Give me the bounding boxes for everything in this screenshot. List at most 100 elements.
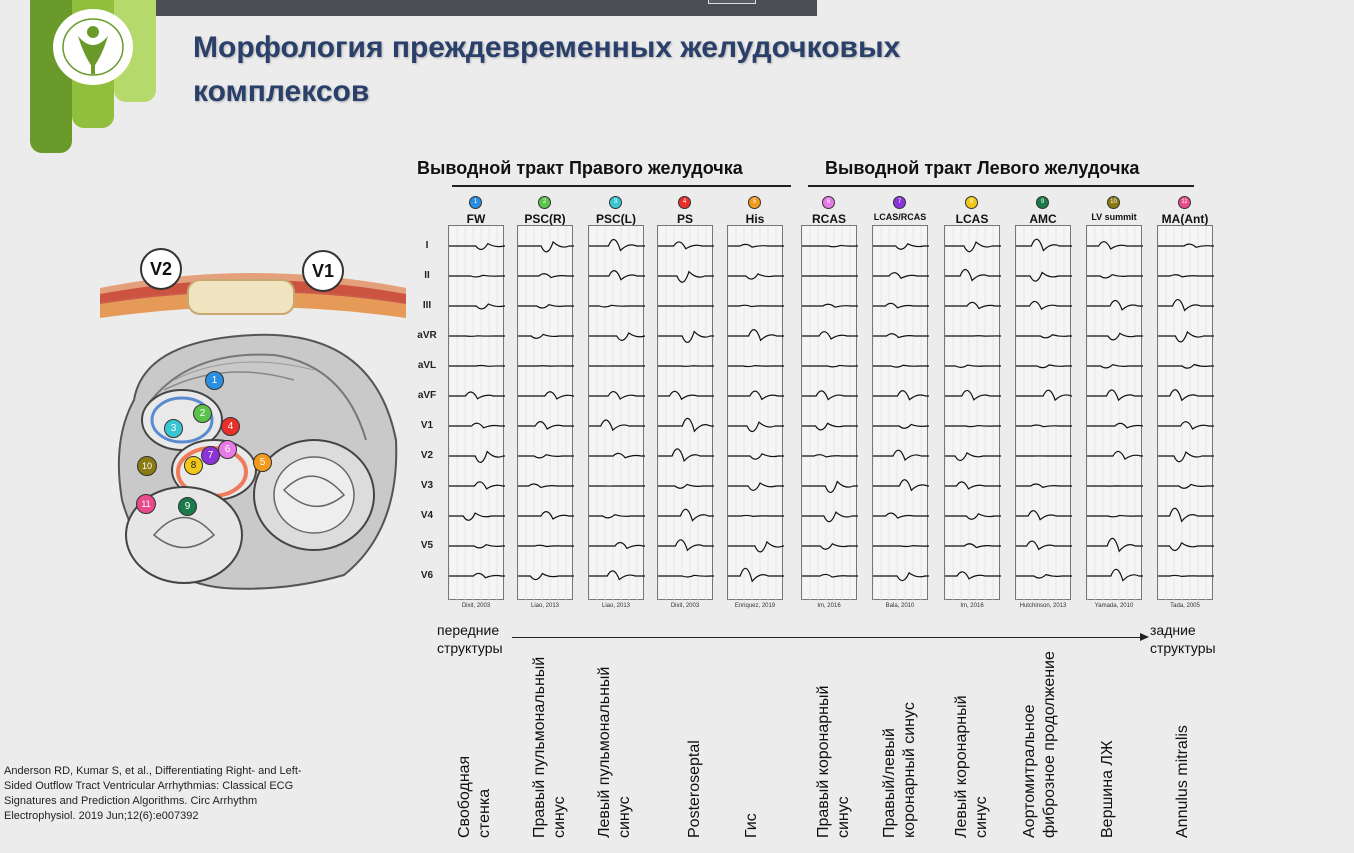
ecg-trace — [658, 270, 714, 283]
anterior-line-1: передние — [437, 622, 500, 638]
ecg-trace — [1087, 514, 1143, 518]
ecg-trace — [873, 512, 929, 519]
ecg-trace — [1087, 422, 1143, 429]
ecg-trace — [1087, 537, 1143, 553]
ecg-trace — [1016, 271, 1072, 282]
ecg-trace — [945, 269, 1001, 282]
column-marker-5: 5 — [748, 196, 761, 209]
ecg-trace — [728, 482, 784, 491]
site-label-line: синус — [616, 796, 633, 838]
ecg-trace — [449, 572, 505, 579]
ecg-trace — [518, 454, 574, 459]
ecg-trace — [802, 454, 858, 458]
ecg-trace — [728, 540, 784, 553]
ecg-trace — [728, 364, 784, 368]
ecg-panel-10 — [1086, 225, 1143, 601]
site-label-line: Аортомитральное — [1021, 704, 1038, 838]
ecg-trace — [873, 571, 929, 582]
ecg-trace — [1016, 389, 1072, 402]
ecg-trace — [1087, 273, 1143, 279]
ecg-trace — [945, 389, 1001, 401]
column-marker-10: 10 — [1107, 196, 1120, 209]
ecg-trace — [449, 450, 505, 463]
site-label-line: коронарный синус — [901, 702, 918, 838]
ecg-trace — [1087, 450, 1143, 461]
ecg-trace — [658, 241, 714, 250]
header-lv-underline — [808, 185, 1194, 187]
site-label-line: Гис — [743, 813, 760, 838]
ecg-trace — [518, 511, 574, 520]
lead-label: V5 — [420, 540, 434, 551]
column-head-7: LCAS/RCAS — [873, 212, 927, 222]
column-head-9: AMC — [1029, 212, 1057, 226]
ecg-trace — [1087, 364, 1143, 369]
column-marker-4: 4 — [678, 196, 691, 209]
column-marker-3: 3 — [609, 196, 622, 209]
top-bar-handle[interactable] — [708, 0, 756, 4]
ecg-panel-2 — [517, 225, 574, 601]
ecg-trace — [518, 273, 574, 279]
ecg-trace — [589, 570, 645, 581]
title-line-2: комплексов — [193, 75, 370, 108]
ecg-trace — [873, 242, 929, 250]
ecg-trace — [802, 511, 858, 523]
ecg-trace — [945, 452, 1001, 461]
column-head-4: PS — [676, 212, 693, 226]
ecg-trace — [1158, 421, 1214, 430]
ecg-trace — [449, 364, 505, 367]
column-citation-4: Dixit, 2003 — [670, 603, 700, 609]
lead-label: III — [422, 300, 432, 311]
site-label-line: Правый коронарный — [815, 685, 832, 838]
column-citation-5: Enriquez, 2019 — [734, 603, 776, 609]
column-head-11: MA(Ant) — [1161, 212, 1209, 226]
video-top-bar — [104, 0, 817, 16]
ecg-trace — [1158, 483, 1214, 489]
ecg-panel-8 — [944, 225, 1001, 601]
ecg-trace — [945, 364, 1001, 368]
ecg-trace — [1158, 450, 1214, 463]
column-head-6: RCAS — [811, 212, 846, 226]
ecg-trace — [658, 508, 714, 522]
ecg-trace — [589, 541, 645, 550]
ecg-panel-11 — [1157, 225, 1214, 601]
ecg-trace — [945, 512, 1001, 520]
site-label-10: Вершина ЛЖ — [1098, 740, 1118, 838]
column-marker-2: 2 — [538, 196, 551, 209]
column-citation-1: Dixit, 2003 — [461, 603, 491, 609]
column-citation-8: Im, 2016 — [960, 603, 984, 609]
column-citation-2: Liao, 2013 — [530, 603, 560, 609]
ecg-trace — [518, 240, 574, 253]
lead-label: II — [424, 270, 430, 281]
ecg-trace — [1087, 332, 1143, 341]
site-label-line: Вершина ЛЖ — [1099, 740, 1116, 838]
ecg-trace — [802, 542, 858, 550]
header-rv-outflow: Выводной тракт Правого желудочка — [417, 158, 743, 178]
ecg-trace — [1016, 573, 1072, 579]
ecg-trace — [728, 514, 784, 517]
ecg-trace — [449, 303, 505, 310]
ecg-trace — [449, 274, 505, 278]
lead-label: V3 — [420, 480, 434, 491]
electrode-v1-label: V1 — [311, 261, 335, 281]
ecg-trace — [589, 514, 645, 519]
ecg-trace — [658, 483, 714, 489]
anterior-structures-label: передние структуры — [437, 621, 503, 657]
heart-marker-1: 1 — [205, 371, 224, 390]
site-label-5: Гис — [742, 813, 762, 838]
ecg-trace — [728, 329, 784, 342]
column-citation-6: Im, 2016 — [817, 603, 841, 609]
ecg-trace — [873, 272, 929, 280]
ecg-trace — [802, 480, 858, 493]
site-label-line: Правый/левый — [881, 728, 898, 838]
ecg-trace — [1158, 507, 1214, 523]
ecg-panel-9 — [1015, 225, 1072, 601]
ecg-trace — [873, 479, 929, 492]
site-label-line: Свободная — [456, 755, 473, 838]
ecg-trace — [658, 539, 714, 552]
ecg-trace — [658, 330, 714, 343]
anterior-posterior-axis — [512, 637, 1144, 638]
ecg-trace — [449, 422, 505, 429]
